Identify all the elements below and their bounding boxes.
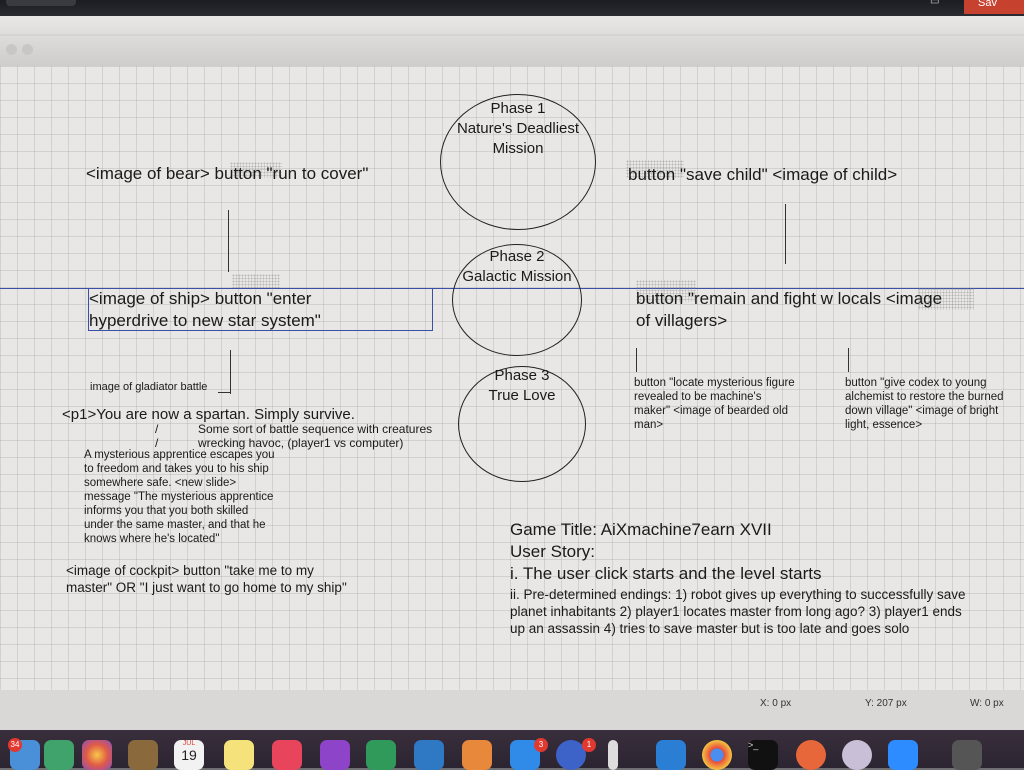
codex-node[interactable]: button "give codex to young alchemist to… (845, 377, 1004, 431)
window-tab[interactable] (6, 0, 76, 6)
phase-1-subtitle: Mission (492, 140, 544, 157)
highlight-patch (232, 274, 280, 288)
phase-2-label: Phase 2 (489, 248, 545, 265)
apprentice-node[interactable]: A mysterious apprentice escapes you to f… (84, 449, 275, 545)
notes-icon[interactable] (224, 740, 254, 770)
paint-icon[interactable] (842, 740, 872, 770)
vscode-icon[interactable] (656, 740, 686, 770)
toolbar-divider (0, 34, 1024, 36)
phase-3-label: Phase 3 (494, 367, 550, 384)
connector-line (636, 348, 638, 372)
phase-1-title: Nature's Deadliest (456, 120, 580, 137)
phase-3-text: Phase 3 True Love (458, 366, 586, 406)
highlight-patch (918, 288, 974, 310)
phase-3-circle[interactable] (458, 366, 586, 482)
x-readout: X: 0 px (760, 698, 792, 709)
comment-icon[interactable]: ▭ (930, 0, 940, 7)
connector-line (848, 348, 850, 372)
phase-3-title: True Love (488, 387, 556, 404)
cockpit-node[interactable]: <image of cockpit> button "take me to my… (66, 563, 347, 595)
window-thumbnail-icon[interactable] (952, 740, 982, 770)
connector-line (218, 392, 231, 394)
story-point-1: i. The user click starts and the level s… (510, 564, 822, 583)
phase-1-circle[interactable] (440, 94, 596, 230)
numbers-icon[interactable] (366, 740, 396, 770)
gladiator-node[interactable]: image of gladiator battle (90, 381, 208, 393)
phase-1-label: Phase 1 (490, 100, 546, 117)
connector-line (228, 210, 230, 272)
locate-node[interactable]: button "locate mysterious figure reveale… (634, 377, 795, 431)
window-control-dot[interactable] (22, 44, 33, 55)
child-node[interactable]: button "save child" <image of child> (628, 165, 898, 184)
music-icon[interactable] (272, 740, 302, 770)
story-point-2: ii. Pre-determined endings: 1) robot giv… (510, 587, 966, 636)
remain-line-2: of villagers> (636, 311, 728, 330)
chat-badge: 1 (582, 738, 596, 752)
battle-node[interactable]: Some sort of battle sequence with creatu… (198, 422, 433, 450)
top-bar: ▭ Sav (0, 0, 1024, 16)
status-bar: X: 0 px Y: 207 px W: 0 px (0, 690, 1024, 730)
phase-2-title: Galactic Mission (462, 268, 572, 285)
mail-badge: 34 (8, 738, 22, 752)
y-readout: Y: 207 px (865, 698, 907, 709)
terminal-icon[interactable]: >_ (748, 740, 778, 770)
spartan-node[interactable]: <p1>You are now a spartan. Simply surviv… (62, 406, 355, 423)
ship-node-selection[interactable] (88, 288, 433, 331)
bear-node[interactable]: <image of bear> button "run to cover" (86, 164, 369, 183)
highlight-patch (626, 160, 684, 178)
pencil-icon[interactable] (608, 740, 618, 770)
maps-icon[interactable] (44, 740, 74, 770)
postman-icon[interactable] (796, 740, 826, 770)
keynote-icon[interactable] (414, 740, 444, 770)
diagram-canvas[interactable]: Phase 1 Nature's Deadliest Mission Phase… (0, 66, 1024, 690)
highlight-patch (230, 162, 282, 178)
phase-1-text: Phase 1 Nature's Deadliest Mission (440, 99, 596, 159)
w-readout: W: 0 px (970, 698, 1004, 709)
highlight-patch (636, 280, 696, 302)
notes-app-icon[interactable] (128, 740, 158, 770)
connector-line (785, 204, 787, 264)
remain-line-1: button "remain and fight w locals <image (636, 289, 943, 308)
zoom-icon[interactable] (888, 740, 918, 770)
calendar-month: JUL (182, 740, 196, 747)
remain-node[interactable]: button "remain and fight w locals <image… (636, 288, 942, 332)
ship-node[interactable]: <image of ship> button "enter hyperdrive… (89, 288, 321, 332)
save-button[interactable]: Sav (964, 0, 1024, 14)
calendar-icon[interactable]: JUL 19 (174, 740, 204, 770)
phase-2-circle[interactable] (452, 244, 582, 356)
pages-icon[interactable] (462, 740, 492, 770)
window-control-dot[interactable] (6, 44, 17, 55)
ship-line-1: <image of ship> button "enter (89, 289, 312, 308)
connector-slash: // (155, 422, 159, 450)
chat-icon[interactable] (556, 740, 586, 770)
calendar-day: 19 (181, 747, 197, 763)
app-store-badge: 3 (534, 738, 548, 752)
photos-icon[interactable] (82, 740, 112, 770)
phase-2-text: Phase 2 Galactic Mission (445, 247, 589, 287)
game-title: Game Title: AiXmachine7earn XVII (510, 520, 772, 539)
dock: 34 JUL 19 3 1 >_ (0, 730, 1024, 770)
podcasts-icon[interactable] (320, 740, 350, 770)
connector-line (230, 350, 232, 394)
window-chrome (0, 16, 1024, 66)
ship-line-2: hyperdrive to new star system" (89, 311, 321, 330)
chrome-icon[interactable] (702, 740, 732, 770)
user-story-label: User Story: (510, 542, 596, 561)
